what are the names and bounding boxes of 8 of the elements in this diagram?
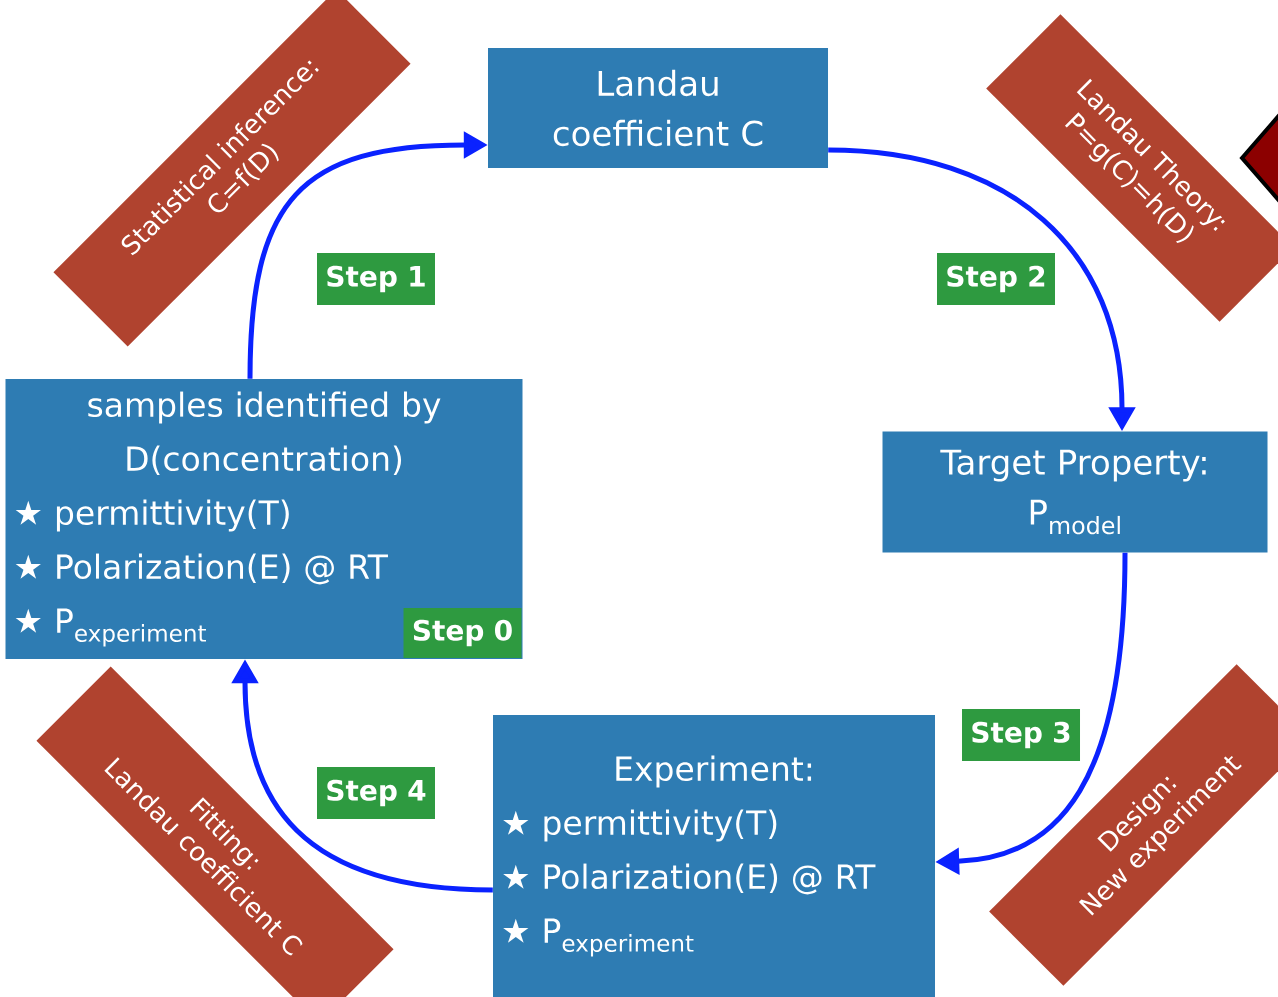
- process-box: Landau coefficient C: [488, 48, 828, 168]
- step-badge: Step 2: [937, 253, 1055, 305]
- step-badge: Step 3: [962, 709, 1080, 761]
- process-box: Target Property: P$_{model}$: [882, 431, 1268, 553]
- step-badge: Step 4: [317, 767, 435, 819]
- process-box: Experiment: ★ permittivity(T) ★ Polarization(E) @ RT $\text{★ P}_{\text{experiment}}$: [493, 715, 935, 997]
- step-badge: Step 0: [403, 608, 522, 658]
- step-badge: Step 1: [317, 253, 435, 305]
